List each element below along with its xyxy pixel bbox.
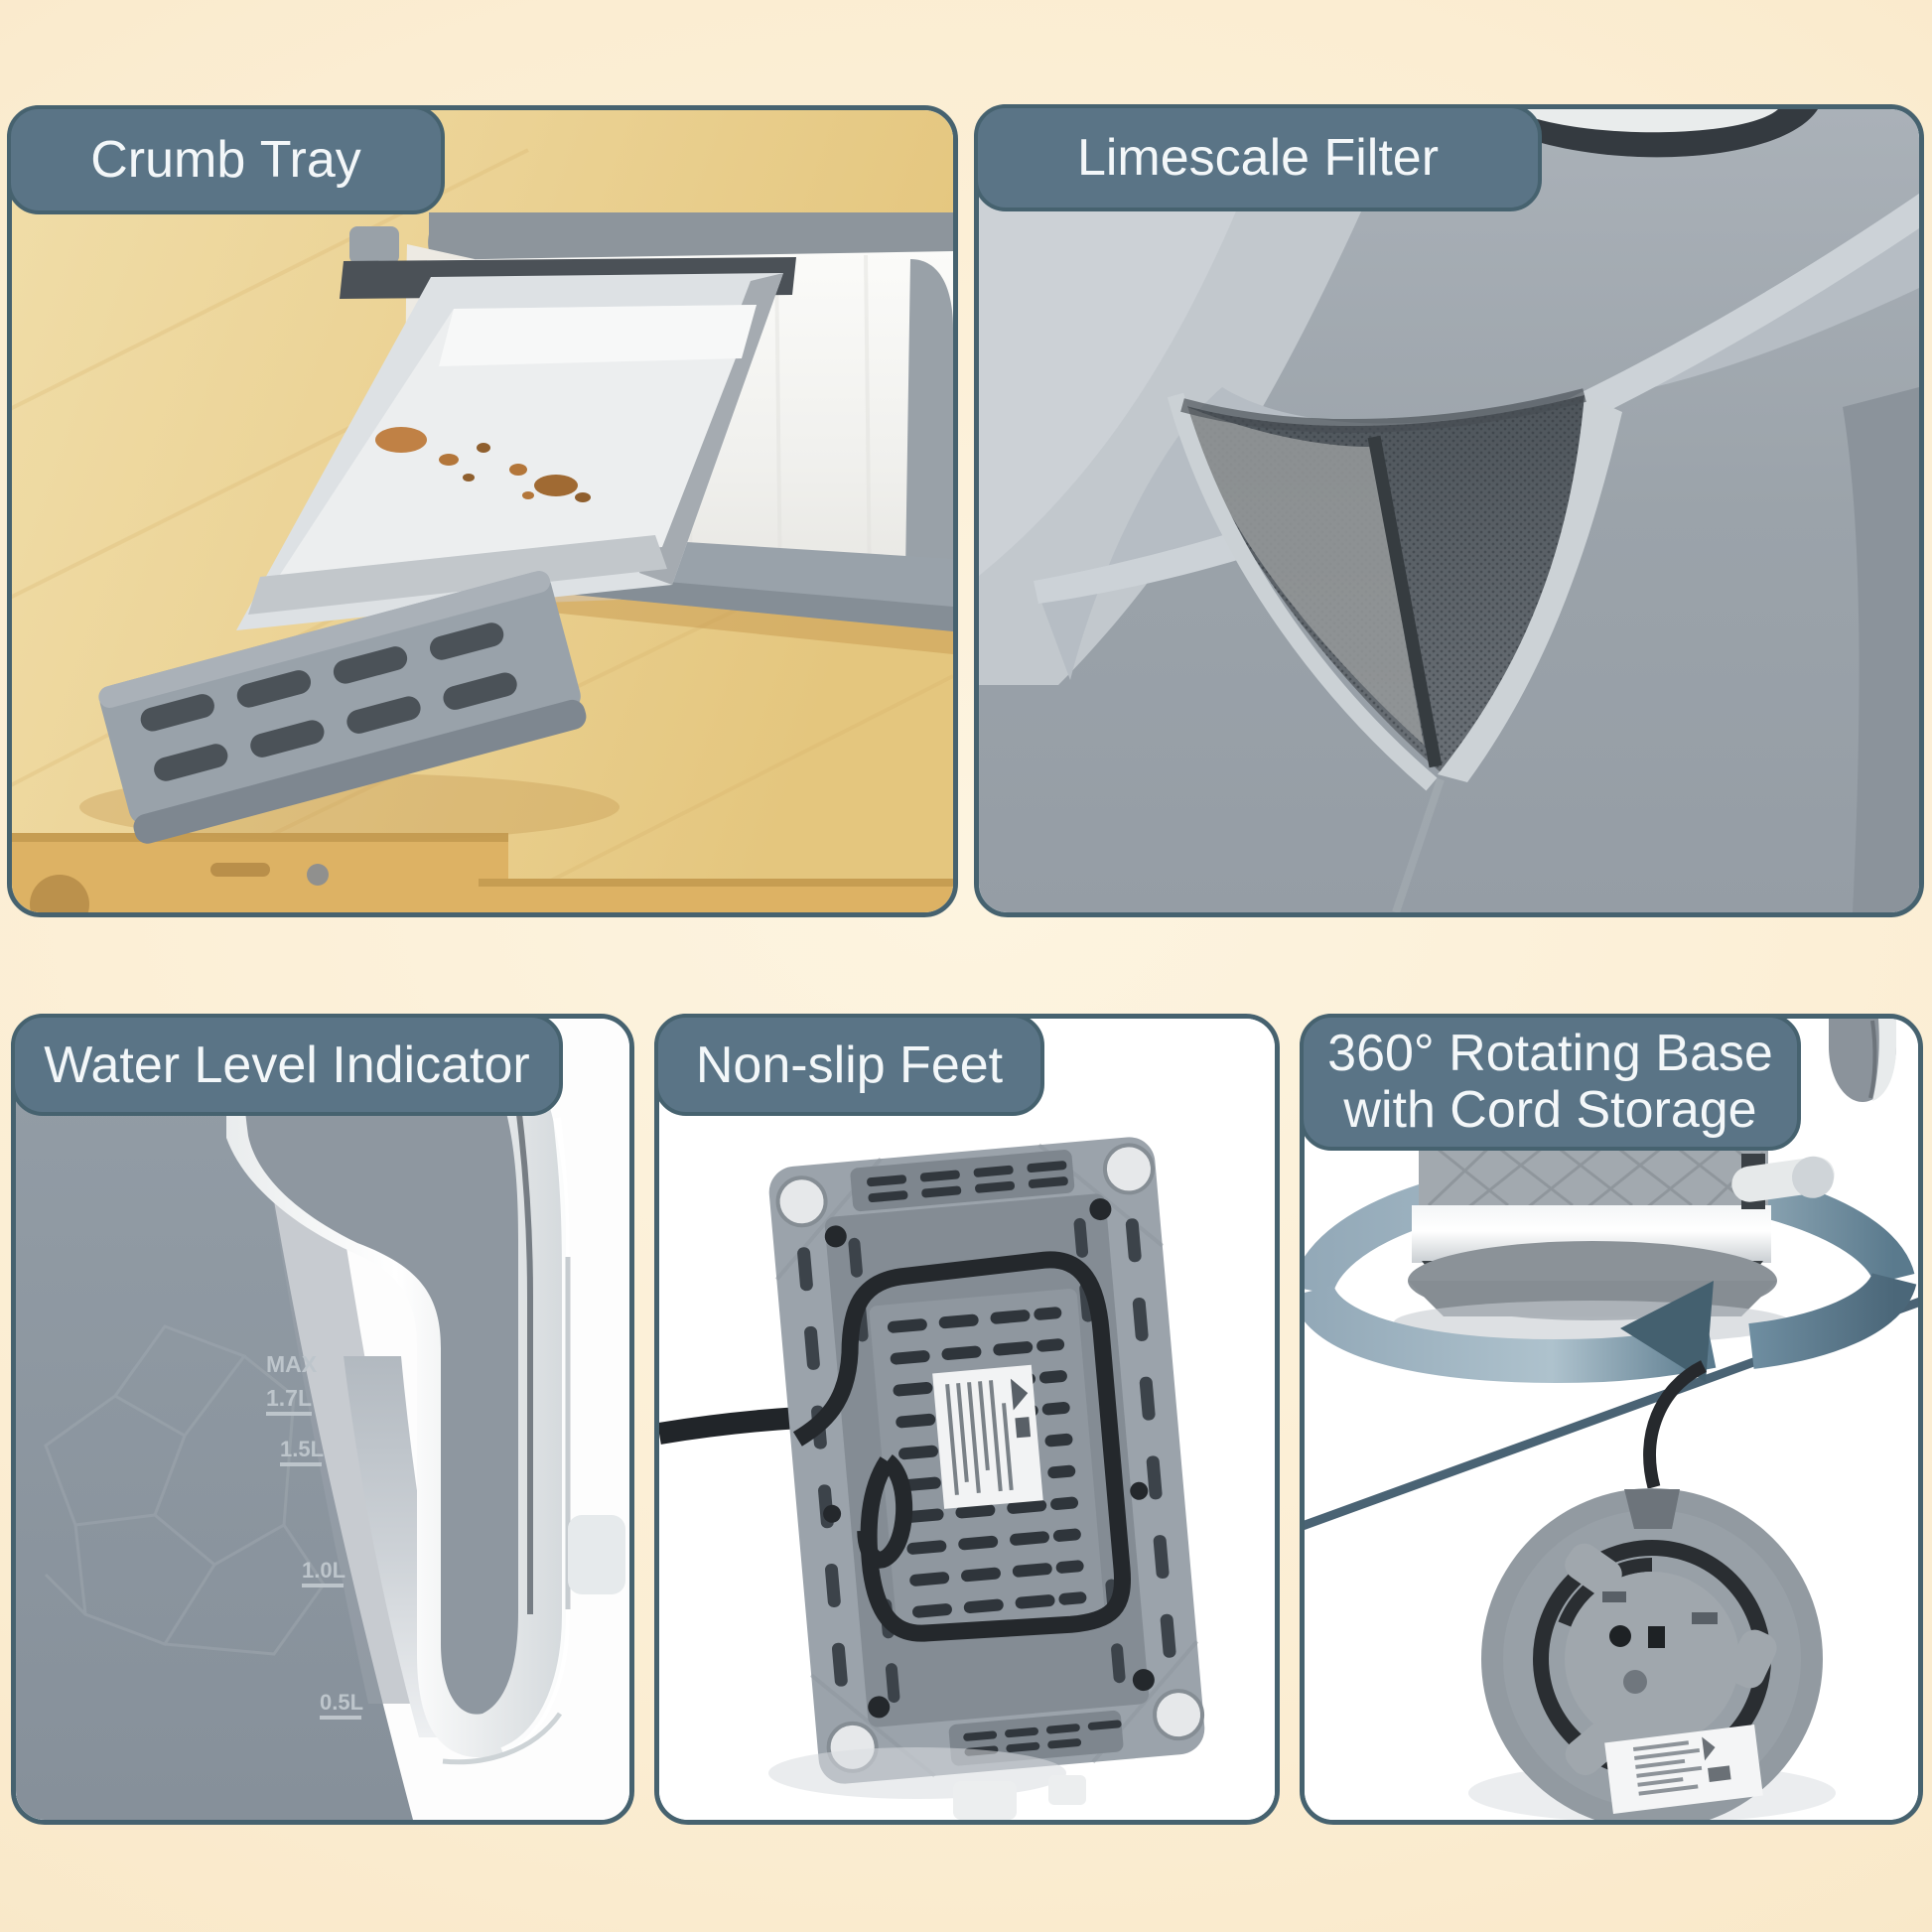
svg-text:1.0L: 1.0L bbox=[302, 1558, 345, 1583]
svg-text:MAX: MAX bbox=[266, 1351, 318, 1377]
svg-text:0.5L: 0.5L bbox=[320, 1690, 363, 1715]
svg-text:1.5L: 1.5L bbox=[280, 1437, 324, 1461]
svg-text:1.7L: 1.7L bbox=[266, 1385, 312, 1411]
